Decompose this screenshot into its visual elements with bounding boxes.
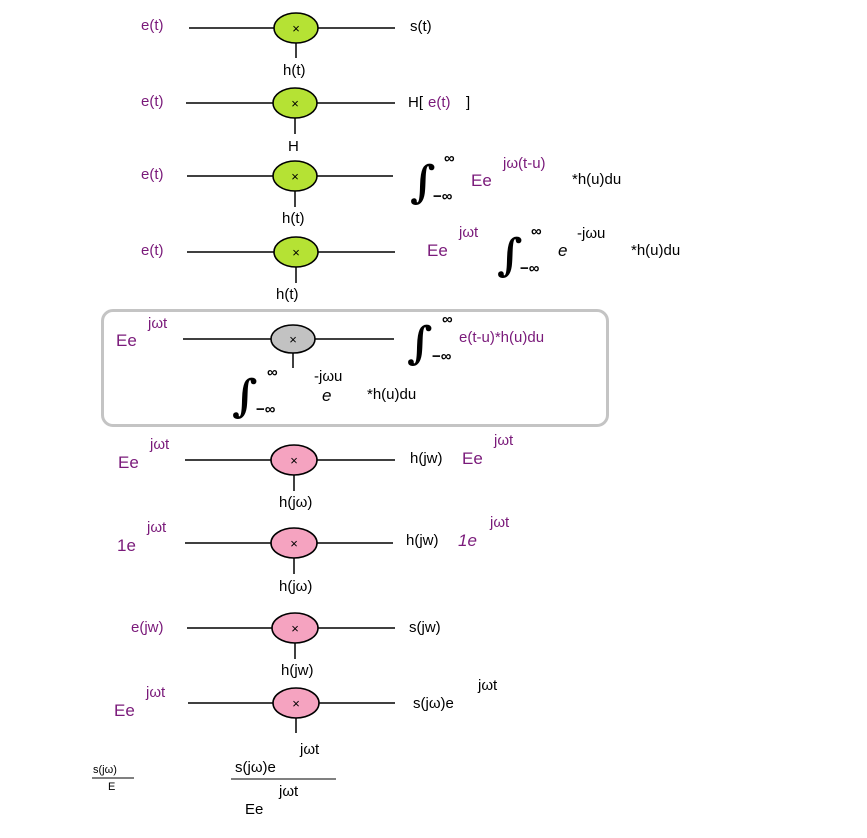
row4-tail: *h(u)du xyxy=(631,242,681,259)
row1-input-label: e(t) xyxy=(141,17,164,34)
row6-input-Ee: Ee xyxy=(118,453,139,472)
node-row4-symbol: × xyxy=(292,245,300,260)
row3-integral-icon: ∫ xyxy=(410,157,436,208)
row8-input-label: e(jw) xyxy=(131,619,164,636)
row9-input-Ee: Ee xyxy=(114,701,135,720)
row3-integral-upper: ∞ xyxy=(444,150,455,167)
row5-integral-icon: ∫ xyxy=(407,318,433,369)
row7-input-exponent: jωt xyxy=(147,519,167,536)
node-row1-symbol: × xyxy=(292,21,300,36)
row6-output-exponent: jωt xyxy=(494,432,514,449)
node-row7 xyxy=(270,527,318,559)
row5-input-exponent: jωt xyxy=(148,315,168,332)
row6-input-exponent: jωt xyxy=(150,436,170,453)
row4-exponent2: -jωu xyxy=(577,225,606,242)
row6-output-h: h(jw) xyxy=(410,450,443,467)
row9-h-numerator: s(jω)e xyxy=(235,759,276,776)
row3-input-label: e(t) xyxy=(141,166,164,183)
row7-output-1e: 1e xyxy=(458,531,477,550)
node-row3-symbol: × xyxy=(291,169,299,184)
row3-Ee: Ee xyxy=(471,171,492,190)
row9-output: s(jω)e xyxy=(413,695,454,712)
row4-integral-lower: −∞ xyxy=(520,260,540,277)
row9-h-exponent: jωt xyxy=(300,741,320,758)
row6-h-label: h(jω) xyxy=(279,494,313,511)
node-row6-symbol: × xyxy=(290,453,298,468)
row5-integral-lower: −∞ xyxy=(432,348,452,365)
node-row8 xyxy=(271,612,319,644)
row4-Ee: Ee xyxy=(427,241,448,260)
row4-input-label: e(t) xyxy=(141,242,164,259)
node-row2-symbol: × xyxy=(291,96,299,111)
row7-output-h: h(jw) xyxy=(406,532,439,549)
small-fraction-denominator: E xyxy=(108,781,116,793)
small-fraction-numerator: s(jω) xyxy=(93,764,117,776)
row2-input-label: e(t) xyxy=(141,93,164,110)
node-row7-symbol: × xyxy=(290,536,298,551)
node-row1 xyxy=(273,12,319,44)
row9-h-denominator: Ee xyxy=(245,801,264,818)
highlight-frame xyxy=(101,309,609,427)
row4-exponent1: jωt xyxy=(459,224,479,241)
row3-integral-lower: −∞ xyxy=(433,188,453,205)
node-row6 xyxy=(270,444,318,476)
row5-b-integral-lower: −∞ xyxy=(256,401,276,418)
node-row5 xyxy=(270,324,316,354)
row1-h-label: h(t) xyxy=(283,62,306,79)
row5-integral-upper: ∞ xyxy=(442,311,453,328)
node-row9 xyxy=(272,687,320,719)
row3-exponent: jω(t-u) xyxy=(503,155,546,172)
row4-e: e xyxy=(558,241,568,260)
row5-b-integral-upper: ∞ xyxy=(267,364,278,381)
row9-output-exponent: jωt xyxy=(478,677,498,694)
row7-input-1e: 1e xyxy=(117,536,136,555)
node-row9-symbol: × xyxy=(292,696,300,711)
row7-h-label: h(jω) xyxy=(279,578,313,595)
row3-h-label: h(t) xyxy=(282,210,305,227)
row3-tail: *h(u)du xyxy=(572,171,622,188)
row8-output-label: s(jw) xyxy=(409,619,441,636)
row5-output: e(t-u)*h(u)du xyxy=(459,329,545,346)
row6-output-Ee: Ee xyxy=(462,449,483,468)
row4-h-label: h(t) xyxy=(276,286,299,303)
row4-integral-icon: ∫ xyxy=(497,230,523,281)
row7-output-exponent: jωt xyxy=(490,514,510,531)
row5-b-tail: *h(u)du xyxy=(367,386,417,403)
row5-b-exponent: -jωu xyxy=(314,368,343,385)
row2-output-e: e(t) xyxy=(428,94,451,111)
node-row5-symbol: × xyxy=(289,332,297,347)
row9-h-denominator-exponent: jωt xyxy=(279,783,299,800)
node-row8-symbol: × xyxy=(291,621,299,636)
row1-output-label: s(t) xyxy=(410,18,432,35)
node-row2 xyxy=(272,87,318,119)
row5-b-integral-icon: ∫ xyxy=(232,371,258,422)
row4-integral-upper: ∞ xyxy=(531,223,542,240)
row2-output-bracket: ] xyxy=(466,94,471,111)
row5-input-Ee: Ee xyxy=(116,331,137,350)
row8-h-label: h(jw) xyxy=(281,662,314,679)
node-row4 xyxy=(273,236,319,268)
row9-input-exponent: jωt xyxy=(146,684,166,701)
node-row3 xyxy=(272,160,318,192)
row2-output-H: H[ xyxy=(408,94,423,111)
row5-b-e: e xyxy=(322,386,332,405)
row2-h-label: H xyxy=(288,138,299,155)
